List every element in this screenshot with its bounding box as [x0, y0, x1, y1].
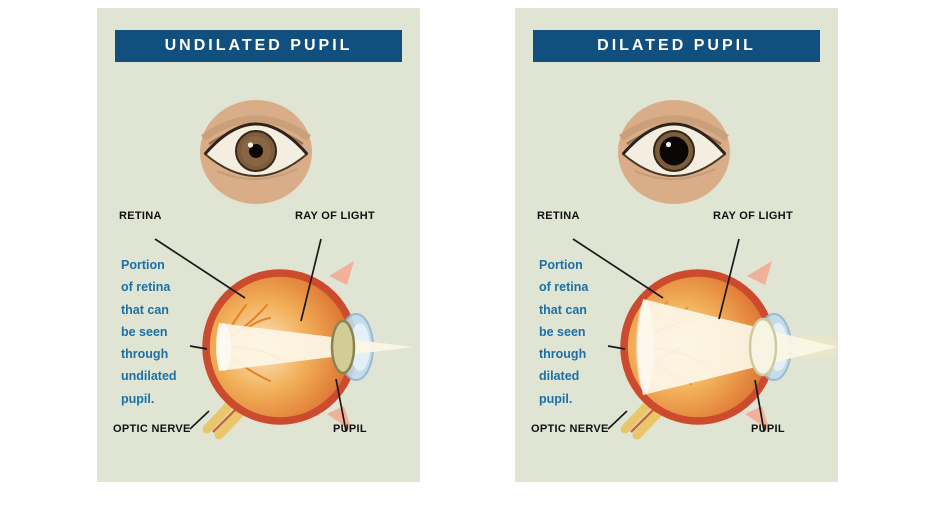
- brow-shading: [618, 115, 730, 141]
- optic-nerve-vein: [630, 409, 654, 433]
- under-eye-crease: [634, 168, 716, 180]
- eyeball-cross-section: [202, 261, 413, 440]
- retina-label: RETINA: [119, 210, 162, 222]
- panel-title: UNDILATED PUPIL: [164, 37, 353, 54]
- eye-highlight: [665, 141, 672, 148]
- dilated-eye-diagram: [572, 100, 838, 440]
- upper-lash-line: [621, 122, 727, 155]
- light-cone: [216, 323, 413, 371]
- panel-title: DILATED PUPIL: [597, 37, 756, 54]
- note-leader-line: [189, 345, 208, 350]
- undilated-eye-diagram: [154, 100, 413, 440]
- optic-nerve-shape: [202, 401, 234, 434]
- lens: [748, 317, 778, 377]
- optic-nerve-label: OPTIC NERVE: [531, 423, 609, 435]
- dilated-title-bar: DILATED PUPIL: [533, 30, 820, 62]
- pupil-label: PUPIL: [751, 423, 785, 435]
- brow-shading: [200, 115, 312, 141]
- front-eye: [618, 100, 730, 204]
- retina-portion-note: Portion of retina that can be seen throu…: [539, 258, 589, 406]
- ray-of-light-label: RAY OF LIGHT: [295, 210, 375, 222]
- retina-portion-note: Portion of retina that can be seen throu…: [121, 258, 177, 406]
- ray-leader-line: [300, 238, 322, 322]
- pupil-label: PUPIL: [333, 423, 367, 435]
- optic-leader-line: [607, 410, 628, 430]
- eye-muscle-bottom: [327, 406, 352, 431]
- optic-leader-line: [189, 410, 210, 430]
- retina-light-spot: [217, 323, 231, 371]
- eye-muscle-top: [329, 261, 354, 285]
- optic-nerve-shape: [620, 401, 652, 434]
- optic-nerve-label: OPTIC NERVE: [113, 423, 191, 435]
- leader-lines: [572, 238, 765, 432]
- eye-muscle-top: [747, 261, 772, 285]
- front-eye: [200, 100, 312, 204]
- leader-lines: [154, 238, 347, 432]
- ray-leader-line: [718, 238, 740, 320]
- pupil-leader-line: [754, 379, 765, 432]
- undilated-title-bar: UNDILATED PUPIL: [115, 30, 402, 62]
- pupil-small: [249, 144, 263, 158]
- note-leader-line: [607, 345, 626, 350]
- pupil-large: [659, 136, 689, 166]
- dilated-panel: DILATED PUPIL: [515, 8, 838, 482]
- optic-nerve-shape: [214, 408, 245, 440]
- undilated-panel: UNDILATED PUPIL: [97, 8, 420, 482]
- upper-lash-line: [203, 122, 309, 155]
- under-eye-crease: [216, 168, 298, 180]
- retina-light-spot: [636, 301, 654, 393]
- optic-nerve-vein: [212, 409, 236, 433]
- lens: [330, 319, 356, 375]
- pupil-leader-line: [335, 378, 347, 432]
- retina-leader-line: [572, 238, 664, 299]
- eyeball-cross-section: [620, 261, 838, 440]
- ray-of-light-label: RAY OF LIGHT: [713, 210, 793, 222]
- retina-label: RETINA: [537, 210, 580, 222]
- light-cone: [637, 299, 837, 395]
- optic-nerve-shape: [632, 408, 663, 440]
- eye-highlight: [247, 142, 254, 148]
- retina-leader-line: [154, 238, 246, 299]
